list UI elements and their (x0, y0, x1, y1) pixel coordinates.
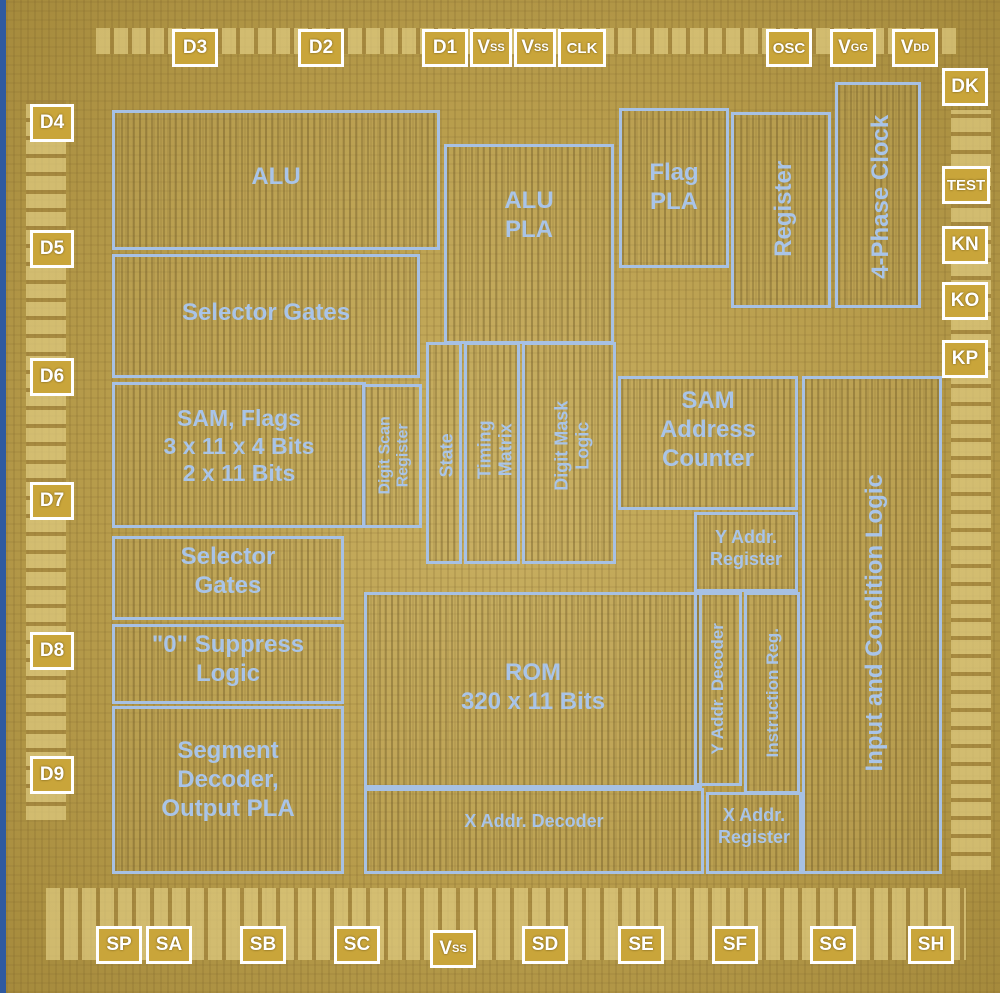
state-label: State (436, 433, 457, 478)
register-label: Register (770, 160, 798, 257)
clock-label: 4-Phase Clock (867, 114, 895, 279)
pad-d8: D8 (30, 632, 74, 670)
zero-suppress-block: "0" Suppress Logic (112, 624, 344, 704)
pad-d5: D5 (30, 230, 74, 268)
segment-decoder-label: Segment Decoder, Output PLA (161, 737, 295, 822)
pad-sa: SA (146, 926, 192, 964)
alu-pla-label: ALU PLA (504, 187, 554, 243)
pad-sh: SH (908, 926, 954, 964)
input-condition-logic-block: Input and Condition Logic (802, 376, 942, 874)
y-addr-register-label: Y Addr. Register (709, 527, 783, 569)
pad-d6: D6 (30, 358, 74, 396)
pad-kp: KP (942, 340, 988, 378)
pad-sp: SP (96, 926, 142, 964)
pad-d3: D3 (172, 29, 218, 67)
x-addr-decoder-block: X Addr. Decoder (364, 788, 704, 874)
sam-address-counter-label: SAM Address Counter (659, 387, 757, 472)
timing-matrix-block: Timing Matrix (464, 342, 520, 564)
rom-block: ROM 320 x 11 Bits (364, 592, 702, 788)
y-addr-register-block: Y Addr. Register (694, 512, 798, 592)
sam-address-counter-block: SAM Address Counter (618, 376, 798, 510)
sam-flags-label: SAM, Flags 3 x 11 x 4 Bits 2 x 11 Bits (163, 405, 315, 487)
segment-decoder-block: Segment Decoder, Output PLA (112, 706, 344, 874)
pad-sd: SD (522, 926, 568, 964)
pad-sg: SG (810, 926, 856, 964)
pad-d9: D9 (30, 756, 74, 794)
pad-osc: OSC (766, 29, 812, 67)
pad-sf: SF (712, 926, 758, 964)
timing-matrix-label: Timing Matrix (474, 420, 515, 480)
right-edge-strip (951, 110, 991, 870)
alu-label: ALU (251, 163, 301, 190)
pad-d1: D1 (422, 29, 468, 67)
selector-gates-mid-block: Selector Gates (112, 536, 344, 620)
pad-sc: SC (334, 926, 380, 964)
register-block: Register (731, 112, 831, 308)
pad-dk: DK (942, 68, 988, 106)
instruction-reg-label: Instruction Reg. (763, 628, 783, 758)
digit-mask-logic-block: Digit Mask Logic (522, 342, 616, 564)
pad-test: TEST (942, 166, 990, 204)
x-addr-register-block: X Addr. Register (706, 792, 802, 874)
left-edge-strip (26, 100, 66, 820)
pad-d2: D2 (298, 29, 344, 67)
pad-d4: D4 (30, 104, 74, 142)
rom-label: ROM 320 x 11 Bits (460, 659, 606, 715)
instruction-reg-block: Instruction Reg. (744, 592, 800, 794)
digit-scan-register-label: Digit Scan Register (376, 416, 412, 495)
x-addr-register-label: X Addr. Register (717, 805, 791, 847)
flag-pla-label: Flag PLA (649, 159, 699, 215)
sam-flags-block: SAM, Flags 3 x 11 x 4 Bits 2 x 11 Bits (112, 382, 366, 528)
pad-se: SE (618, 926, 664, 964)
state-block: State (426, 342, 462, 564)
alu-pla-block: ALU PLA (444, 144, 614, 344)
digit-scan-register-block: Digit Scan Register (362, 384, 422, 528)
y-addr-decoder-block: Y Addr. Decoder (694, 592, 742, 786)
zero-suppress-label: "0" Suppress Logic (151, 631, 305, 687)
clock-block: 4-Phase Clock (835, 82, 921, 308)
pad-d7: D7 (30, 482, 74, 520)
selector-gates-top-label: Selector Gates (181, 299, 351, 326)
pad-sb: SB (240, 926, 286, 964)
y-addr-decoder-label: Y Addr. Decoder (708, 623, 728, 755)
flag-pla-block: Flag PLA (619, 108, 729, 268)
pad-kn: KN (942, 226, 988, 264)
alu-block: ALU (112, 110, 440, 250)
x-addr-decoder-label: X Addr. Decoder (464, 811, 604, 831)
digit-mask-logic-label: Digit Mask Logic (551, 400, 592, 491)
pad-clk: CLK (558, 29, 606, 67)
pad-ko: KO (942, 282, 988, 320)
input-condition-logic-label: Input and Condition Logic (861, 474, 889, 772)
selector-gates-mid-label: Selector Gates (180, 543, 276, 599)
selector-gates-top-block: Selector Gates (112, 254, 420, 378)
